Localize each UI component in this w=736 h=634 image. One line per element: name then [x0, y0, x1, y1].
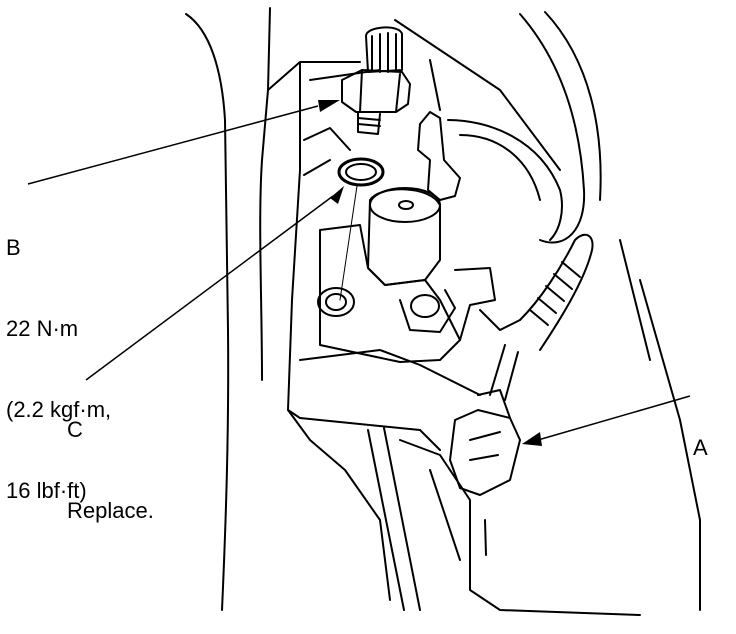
solenoid-body [367, 188, 441, 286]
sensor-b-hex [341, 69, 411, 113]
outer-case-right [639, 279, 701, 611]
callout-b-torque-lbf: 16 lbf·ft) [6, 478, 87, 503]
hose-inner [544, 11, 602, 201]
bracket-right [454, 267, 521, 341]
callout-b: B 22 N·m (2.2 kgf·m, 16 lbf·ft) [6, 180, 111, 558]
callout-c-note: Replace. [67, 498, 154, 523]
hose-outer [519, 13, 586, 244]
hose-front-2 [459, 134, 541, 201]
dipstick-left [367, 429, 405, 611]
case-ridge-2 [303, 127, 351, 176]
bolt-hole [317, 287, 355, 317]
center-line [339, 185, 358, 301]
callout-a: A [693, 380, 717, 515]
case-rib-lower [299, 349, 481, 396]
solenoid-cap [398, 200, 414, 210]
callout-b-torque-kgf: (2.2 kgf·m, [6, 397, 112, 422]
sensor-b-thread-lines [357, 117, 381, 127]
leader-c [85, 195, 334, 381]
case-right-contour [394, 19, 561, 171]
case-upper [267, 61, 391, 601]
arrowhead-b [318, 100, 340, 112]
washer-c-outer [337, 157, 385, 187]
lower-body-2 [429, 469, 487, 561]
callout-c: C Replace. [67, 362, 154, 578]
case-bottom [287, 409, 441, 451]
sensor-b-thread [357, 111, 381, 135]
conduit [519, 233, 594, 351]
solenoid-top [369, 187, 441, 223]
washer-c-inner [345, 163, 377, 181]
callout-b-torque-nm: 22 N·m [6, 316, 79, 341]
bracket-top [417, 111, 461, 201]
callout-c-letter: C [67, 417, 83, 442]
callout-b-letter: B [6, 235, 21, 260]
sensor-b-ribs [371, 32, 397, 73]
housing-outline-left [185, 13, 230, 611]
housing-outline-inner [259, 7, 271, 381]
wire [489, 344, 519, 401]
leader-a [537, 395, 691, 441]
lower-body [399, 439, 641, 616]
callout-a-letter: A [693, 435, 708, 460]
bolt-head [410, 294, 440, 318]
connector-a [449, 409, 521, 496]
arrowhead-c [330, 186, 344, 204]
arrowhead-a [522, 432, 542, 446]
solenoid-base [319, 224, 461, 363]
sensor-b-hex-edges [359, 69, 401, 113]
bolt-flange [399, 289, 456, 333]
dipstick-right [383, 427, 421, 611]
hose-front [447, 119, 563, 241]
outer-case-right-2 [619, 239, 651, 361]
conduit-ribs [529, 261, 581, 326]
sensor-b-cap [365, 26, 403, 73]
leader-b [27, 105, 319, 185]
bolt-hole-inner [325, 293, 347, 311]
connector-a-lock [469, 389, 511, 461]
